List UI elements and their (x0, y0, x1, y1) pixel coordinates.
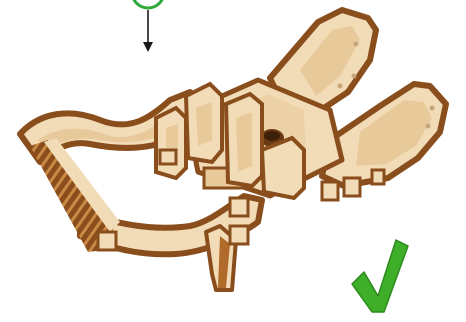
arrow-down-icon (143, 10, 153, 52)
peg-left-2 (230, 198, 248, 216)
checkmark-icon (352, 240, 408, 312)
peg-front (98, 232, 116, 250)
peg-right-3 (372, 170, 384, 184)
peg-right-1 (322, 182, 338, 200)
peg-left-1 (160, 150, 176, 164)
wooden-part-assembly (20, 10, 446, 290)
step-circle-icon (132, 0, 164, 8)
peg-right-2 (344, 178, 360, 196)
peg-left-3 (230, 226, 248, 244)
